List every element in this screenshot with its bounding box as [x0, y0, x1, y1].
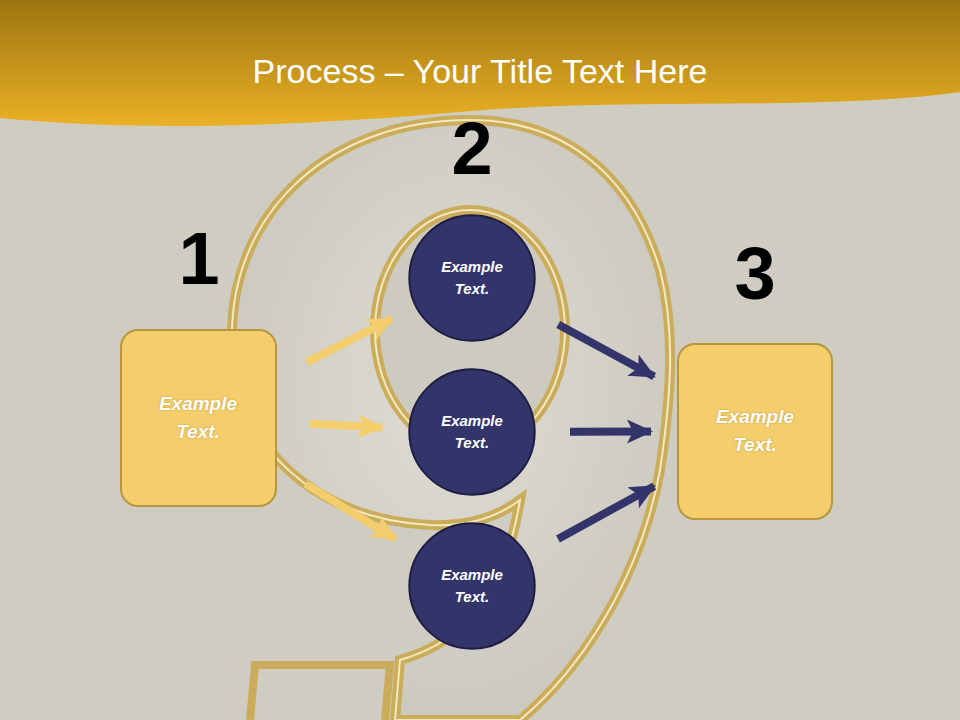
circle-outline — [408, 522, 536, 650]
process-circle: Example Text. — [408, 522, 536, 650]
slide-title: Process – Your Title Text Here — [0, 52, 960, 91]
flow-arrow — [306, 484, 396, 539]
circle-shape — [409, 215, 534, 340]
process-circle: Example Text. — [408, 368, 536, 496]
circle-outline — [408, 368, 536, 496]
process-circle: Example Text. — [408, 214, 536, 342]
circle-shape — [409, 369, 534, 494]
flow-arrow — [307, 319, 392, 363]
flow-arrow — [558, 486, 654, 539]
node-text: Example Text. — [430, 410, 514, 455]
circle-shape — [409, 523, 534, 648]
node-text: Example Text. — [430, 256, 514, 301]
process-box: Example Text. — [120, 329, 277, 507]
title-band — [0, 0, 960, 126]
process-box: Example Text. — [677, 343, 833, 520]
node-text: Example Text. — [430, 564, 514, 609]
circle-outline — [408, 214, 536, 342]
flow-arrow — [558, 325, 654, 377]
nine-illustration — [232, 120, 670, 720]
node-text: Example Text. — [143, 390, 253, 447]
node-text: Example Text. — [700, 403, 810, 460]
flow-arrow — [309, 424, 382, 428]
step-number: 2 — [451, 112, 492, 186]
flow-arrow — [570, 427, 651, 435]
step-number: 3 — [734, 237, 775, 311]
step-number: 1 — [178, 222, 219, 296]
